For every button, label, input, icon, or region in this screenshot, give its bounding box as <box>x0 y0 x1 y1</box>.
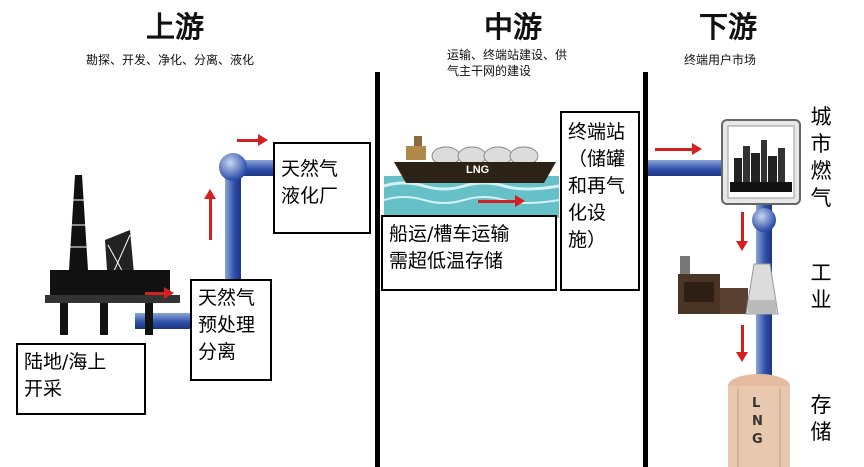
terminal-line3: 和再气 <box>568 175 626 197</box>
city-icon <box>721 119 801 205</box>
arrow-city-to-industry <box>736 212 748 251</box>
midstream-subtitle-line2: 气主干网的建设 <box>447 64 532 78</box>
city-gas-char-1: 城 <box>810 105 832 129</box>
transport-box: 船运/槽车运输 需超低温存储 <box>381 215 557 291</box>
ship-lng-label: LNG <box>466 164 490 176</box>
storage-char-2: 储 <box>810 420 832 444</box>
transport-line1: 船运/槽车运输 <box>389 223 510 245</box>
label-city-gas: 城 市 燃 气 <box>808 104 834 212</box>
terminal-line4: 化设 <box>568 202 607 224</box>
label-industry: 工 业 <box>808 260 834 314</box>
pipe-joint-icon <box>752 208 776 232</box>
tank-letter-l: L <box>752 396 761 411</box>
city-gas-char-4: 气 <box>810 186 832 210</box>
pipe-elbow-icon <box>219 153 247 181</box>
arrow-to-city <box>655 143 702 155</box>
liquefaction-line2: 液化厂 <box>281 185 339 207</box>
label-storage: 存 储 <box>808 392 834 446</box>
extraction-line2: 开采 <box>24 378 63 400</box>
divider-midstream-downstream <box>643 72 648 467</box>
terminal-line2: （储罐 <box>568 148 626 170</box>
arrow-industry-to-storage <box>736 325 748 362</box>
terminal-line5: 施） <box>568 229 607 251</box>
pretreatment-line2: 预处理 <box>198 314 256 336</box>
pretreatment-line1: 天然气 <box>198 287 256 309</box>
liquefaction-line1: 天然气 <box>281 158 339 180</box>
city-gas-char-3: 燃 <box>810 159 832 183</box>
extraction-box: 陆地/海上 开采 <box>16 343 146 415</box>
pipe-riser <box>225 165 241 280</box>
lng-tank-icon <box>728 374 790 467</box>
midstream-subtitle-line1: 运输、终端站建设、供 <box>447 48 568 62</box>
downstream-title: 下游 <box>698 10 757 44</box>
terminal-line1: 终端站 <box>568 121 626 143</box>
industry-char-2: 业 <box>810 288 832 312</box>
downstream-subtitle: 终端用户市场 <box>684 53 757 67</box>
lng-ship-icon <box>384 136 559 218</box>
industry-char-1: 工 <box>810 261 832 285</box>
extraction-line1: 陆地/海上 <box>24 351 107 373</box>
storage-char-1: 存 <box>810 393 832 417</box>
upstream-title: 上游 <box>145 10 204 44</box>
arrow-to-liquefaction <box>237 134 268 146</box>
arrow-to-pretreatment <box>145 287 174 299</box>
pretreatment-box: 天然气 预处理 分离 <box>190 279 272 381</box>
arrow-ship-direction <box>478 195 525 207</box>
oil-rig-icon <box>45 175 180 335</box>
pretreatment-line3: 分离 <box>198 341 237 363</box>
midstream-title: 中游 <box>483 10 542 44</box>
factory-icon <box>678 256 779 315</box>
tank-letter-g: G <box>752 432 763 447</box>
divider-upstream-midstream <box>375 72 380 467</box>
transport-line2: 需超低温存储 <box>389 250 504 272</box>
arrow-riser-up <box>204 189 216 240</box>
pipe-terminal-to-city <box>648 160 728 176</box>
tank-letter-n: N <box>752 414 763 429</box>
city-gas-char-2: 市 <box>810 132 832 156</box>
upstream-subtitle: 勘探、开发、净化、分离、液化 <box>86 53 255 67</box>
terminal-box: 终端站 （储罐 和再气 化设 施） <box>560 111 640 291</box>
liquefaction-box: 天然气 液化厂 <box>273 142 371 234</box>
